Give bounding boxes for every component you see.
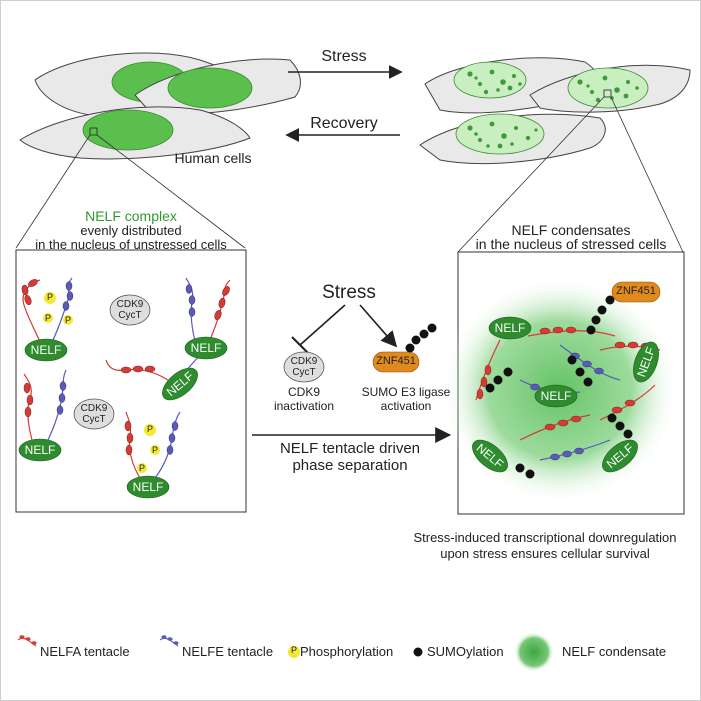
stressed-cells <box>419 57 691 165</box>
legend-phospho-label: Phosphorylation <box>300 644 394 659</box>
cyct-label: CycT <box>118 310 142 321</box>
legend-phospho-dot <box>288 646 300 658</box>
inhibition-bar <box>291 336 309 354</box>
nelfa-beads-left <box>21 279 230 456</box>
left-panel-title: NELF complex <box>85 208 177 224</box>
nelf-complexes-right <box>472 316 659 473</box>
nelf-label: NELF <box>190 341 222 355</box>
conclusion-line-2: upon stress ensures cellular survival <box>440 546 650 561</box>
phase-separation-caption: NELF tentacle driven <box>279 440 421 457</box>
nucleus <box>167 67 253 109</box>
cdk9-label: CDK9 <box>290 356 318 367</box>
zoom-lines <box>15 96 684 253</box>
cdk9-complex-middle <box>283 351 325 383</box>
phase-separation-caption-2: phase separation <box>292 457 408 474</box>
cdk9-inactivation-caption-2: inactivation <box>273 399 335 413</box>
nucleus <box>567 67 649 109</box>
phospho-label: P <box>44 313 51 323</box>
cyct-label: CycT <box>292 367 316 378</box>
phospho-label: P <box>64 315 71 325</box>
stress-label: Stress <box>322 282 376 303</box>
stress-branch-right <box>359 304 398 348</box>
znf451-label: ZNF451 <box>616 285 656 297</box>
nelf-label: NELF <box>24 443 56 457</box>
nelf-complexes-left <box>18 336 228 499</box>
phosphorylation-marks-left <box>43 292 160 473</box>
cdk9-inactivation-caption: CDK9 <box>287 385 320 399</box>
phospho-label: P <box>138 463 145 473</box>
human-cells-label: Human cells <box>174 150 252 166</box>
nucleus <box>455 113 545 155</box>
cdk9-complexes-left <box>73 294 151 430</box>
left-panel-box <box>15 249 247 513</box>
phospho-label: P <box>151 445 158 455</box>
condensate-dots <box>467 69 639 149</box>
sumo-ligase-caption: SUMO E3 ligase <box>361 385 451 399</box>
nelf-label: NELF <box>494 321 526 335</box>
nelf-label: NELF <box>132 480 164 494</box>
cyct-label: CycT <box>82 414 106 425</box>
conclusion-line-1: Stress-induced transcriptional downregul… <box>413 530 677 545</box>
sumo-chains-right <box>485 295 633 479</box>
phospho-label: P <box>46 292 53 302</box>
legend-sumo-label: SUMOylation <box>427 644 504 659</box>
legend-sumo-dot <box>413 647 423 657</box>
nelfe-beads-left <box>56 281 196 455</box>
right-panel-subtitle: in the nucleus of stressed cells <box>475 236 667 252</box>
nelf-label: NELF <box>30 343 62 357</box>
unstressed-cells <box>19 52 301 160</box>
zoom-box <box>603 89 612 98</box>
cdk9-label: CDK9 <box>116 299 144 310</box>
znf451-box-middle <box>372 351 420 373</box>
left-panel-subtitle: evenly distributed <box>80 223 182 238</box>
znf451-box-right <box>611 281 661 303</box>
nelf-label: NELF <box>540 389 572 403</box>
cdk9-label: CDK9 <box>80 403 108 414</box>
nucleus <box>453 61 527 99</box>
legend-condensate-label: NELF condensate <box>562 644 667 659</box>
sumo-chain-middle <box>405 323 437 353</box>
legend-phospho-symbol: P <box>290 645 297 655</box>
phospho-label: P <box>146 424 153 434</box>
legend-condensate-circle <box>514 632 554 672</box>
legend-nelfa-label: NELFA tentacle <box>40 644 130 659</box>
sumo-ligase-caption-2: activation <box>380 399 432 413</box>
znf451-label: ZNF451 <box>376 355 416 367</box>
left-panel-subtitle-2: in the nucleus of unstressed cells <box>35 237 227 252</box>
stress-arrow-label: Stress <box>321 48 367 65</box>
legend-nelfe-label: NELFE tentacle <box>182 644 274 659</box>
recovery-arrow-label: Recovery <box>310 115 378 132</box>
nucleus <box>82 109 174 151</box>
legend-nelfa-tentacle <box>17 635 37 647</box>
legend-nelfe-tentacle <box>159 635 179 647</box>
right-panel-title: NELF condensates <box>511 222 631 238</box>
stress-branch-left <box>299 304 346 346</box>
zoom-box <box>89 127 98 136</box>
